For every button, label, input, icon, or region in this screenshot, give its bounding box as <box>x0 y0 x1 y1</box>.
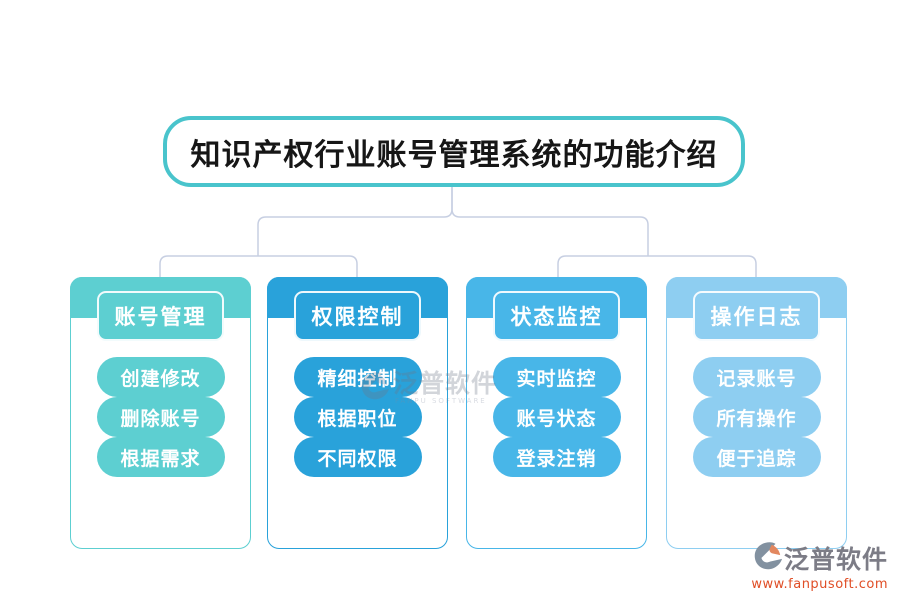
card-header-label: 操作日志 <box>710 304 803 329</box>
feature-pill: 根据职位 <box>293 397 422 437</box>
card-header-badge: 状态监控 <box>493 291 620 341</box>
feature-pill: 根据需求 <box>96 437 225 477</box>
connector-bracket-left <box>159 255 358 277</box>
fanpu-swirl-icon <box>753 541 783 575</box>
feature-pill: 创建修改 <box>96 357 225 397</box>
card-header-label: 状态监控 <box>510 304 603 329</box>
card-header-badge: 权限控制 <box>294 291 421 341</box>
feature-pill: 登录注销 <box>492 437 621 477</box>
card-header-label: 账号管理 <box>114 304 207 329</box>
brand-website-text: www.fanpusoft.com <box>751 577 888 592</box>
connector-title-to-left <box>257 187 453 256</box>
brand-name-text: 泛普软件 <box>783 545 888 574</box>
card-header-badge: 账号管理 <box>97 291 224 341</box>
feature-pill: 精细控制 <box>293 357 422 397</box>
card-header-badge: 操作日志 <box>693 291 820 341</box>
feature-pill: 所有操作 <box>692 397 821 437</box>
title-box: 知识产权行业账号管理系统的功能介绍 <box>163 116 745 187</box>
feature-pill: 记录账号 <box>692 357 821 397</box>
feature-pill: 账号状态 <box>492 397 621 437</box>
connector-title-to-right <box>451 187 649 256</box>
page-title: 知识产权行业账号管理系统的功能介绍 <box>190 137 718 173</box>
card-header-label: 权限控制 <box>311 304 404 329</box>
feature-card-permission-control: 权限控制 精细控制 根据职位 不同权限 <box>267 277 448 549</box>
feature-card-account-management: 账号管理 创建修改 删除账号 根据需求 <box>70 277 251 549</box>
feature-pill: 删除账号 <box>96 397 225 437</box>
feature-card-status-monitoring: 状态监控 实时监控 账号状态 登录注销 <box>466 277 647 549</box>
feature-pill: 便于追踪 <box>692 437 821 477</box>
feature-card-operation-log: 操作日志 记录账号 所有操作 便于追踪 <box>666 277 847 549</box>
feature-pill: 不同权限 <box>293 437 422 477</box>
footer-brand-logo: 泛普软件 www.fanpusoft.com <box>751 540 888 592</box>
feature-pill: 实时监控 <box>492 357 621 397</box>
connector-bracket-right <box>557 255 757 277</box>
